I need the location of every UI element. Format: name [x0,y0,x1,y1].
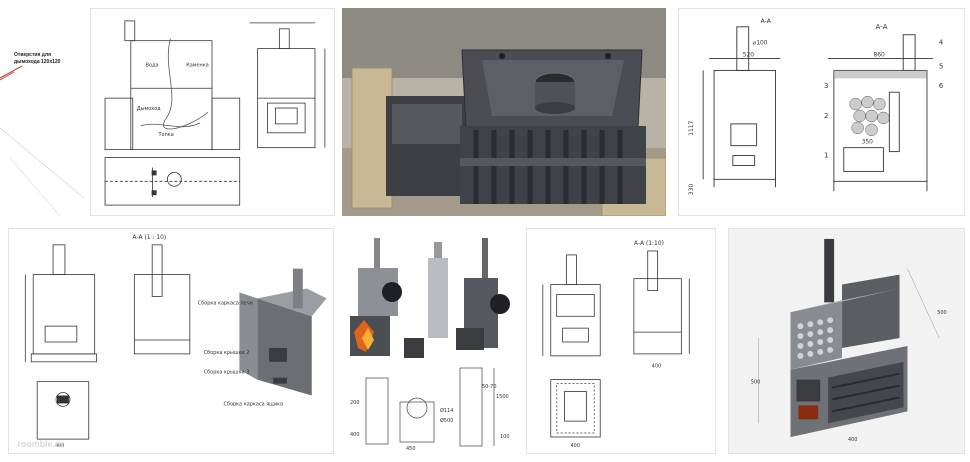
dim-3: 400 [848,437,857,443]
label-stones: Каменка [186,62,209,68]
note-door1: Сборка крышки 2 [204,350,250,356]
section-label: А-А (1:10) [634,240,664,247]
dim-2: 500 [751,380,760,386]
dim-pipe: ⌀100 [753,40,768,47]
dim-inner: 350 [862,139,874,146]
dim-bottom: 400 [55,443,64,449]
note-line1: Отверстия для [14,52,51,58]
label-smoke: Дымоход [137,106,161,112]
result-image-6[interactable]: 200 400 450 Ø114 Ø500 1500 50-70 100 [344,228,516,454]
dim-500: Ø500 [440,417,453,424]
callout-2: 2 [824,112,828,120]
result-image-1[interactable]: Отверстия для дымохода 120х120 [0,8,84,216]
section-label-title: А-А [875,23,887,31]
dim-width: 520 [743,52,755,59]
watermark: roomble.ru [17,439,64,449]
dim-side: 400 [652,364,661,370]
stove-drawing-2: Вода Каменка Дымоход Топка [104,20,326,206]
note-box: Сборка каркаса ящика [224,401,284,407]
stove-render-6: 200 400 450 Ø114 Ø500 1500 50-70 100 [350,238,510,452]
dim-bottom: 400 [571,443,580,449]
result-image-5[interactable]: А-А (1 : 10) 400 Сборка каркаса печи Сбо… [8,228,334,454]
stove-drawing-7: А-А (1:10) 400 400 [542,240,690,449]
note-door2: Сборка крышки 3 [204,370,250,376]
callout-6: 6 [939,82,943,90]
section-mark: А-А [761,18,772,25]
dim-114: Ø114 [440,407,453,414]
stove-photo-3 [342,8,666,216]
dim-1: 500 [937,310,946,316]
result-image-8[interactable]: 500 500 400 [728,228,965,454]
label-firebox: Топка [158,132,174,138]
dim-leg: 330 [688,184,695,196]
note-line2: дымохода 120х120 [14,59,61,65]
note-tank: Сборка каркаса печи [198,300,253,306]
stove-sketch-1: Отверстия для дымохода 120х120 [0,52,84,216]
dim-400: 400 [350,432,360,438]
section-label: А-А (1 : 10) [132,234,166,241]
dim-height: 1117 [688,120,695,135]
stove-render-8: 500 500 400 [729,229,964,453]
callout-3: 3 [824,82,828,90]
dim-100: 100 [500,434,510,440]
stove-drawing-4: А-А ⌀100 520 860 1117 330 350 А-А 4 5 6 … [688,18,944,196]
result-image-4[interactable]: А-А ⌀100 520 860 1117 330 350 А-А 4 5 6 … [678,8,965,216]
callout-1: 1 [824,152,828,160]
callout-5: 5 [939,62,943,70]
dim-depth: 860 [873,52,885,59]
stove-drawing-5: А-А (1 : 10) 400 Сборка каркаса печи Сбо… [17,234,327,449]
dim-200: 200 [350,400,360,406]
dim-range: 50-70 [482,384,497,390]
label-water: Вода [146,62,159,68]
callout-4: 4 [939,39,944,47]
result-image-3[interactable] [342,8,666,216]
result-image-7[interactable]: А-А (1:10) 400 400 [526,228,716,454]
result-image-2[interactable]: Вода Каменка Дымоход Топка [90,8,335,216]
dim-450: 450 [406,446,416,452]
dim-1500: 1500 [496,394,509,400]
